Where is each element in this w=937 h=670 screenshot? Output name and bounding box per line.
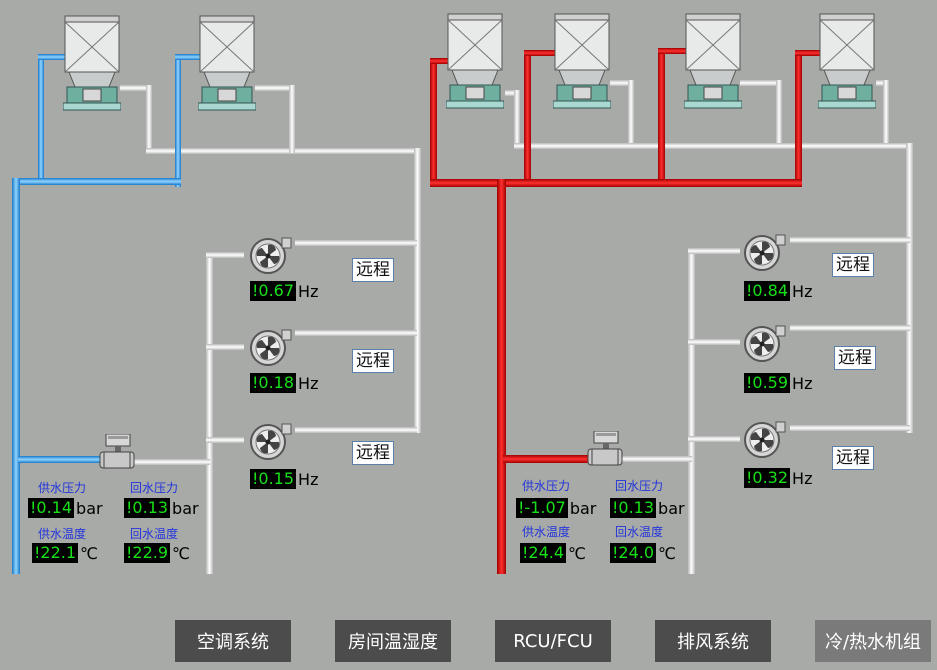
left-supply-pressure-label: 供水压力 — [38, 481, 87, 495]
value-display: !24.0 — [610, 543, 657, 563]
left-pump-2-remote-button[interactable]: 远程 — [352, 349, 394, 373]
chiller-unit-icon — [817, 13, 877, 109]
value-display: !0.32 — [744, 468, 791, 488]
value-display: !0.84 — [744, 281, 791, 301]
pump-icon — [742, 420, 786, 460]
pump-icon — [742, 233, 786, 273]
right-pump-2-remote-button[interactable]: 远程 — [834, 346, 876, 370]
chiller-unit-icon — [683, 13, 743, 109]
chiller-unit-icon — [62, 15, 122, 111]
value-display: !-1.07 — [516, 498, 568, 518]
right-pump-1-remote-button[interactable]: 远程 — [832, 253, 874, 277]
right-return-temp-label: 回水温度 — [615, 525, 664, 539]
left-supply-temp: !22.1℃ — [32, 543, 99, 563]
left-return-temp-label: 回水温度 — [130, 527, 179, 541]
left-return-pipes — [120, 85, 421, 574]
value-display: !0.67 — [250, 281, 297, 301]
right-return-pipes — [505, 80, 913, 574]
value-display: !0.13 — [610, 498, 657, 518]
left-control-valve-icon — [99, 434, 135, 469]
nav-room-temp-humidity-button[interactable]: 房间温湿度 — [335, 620, 451, 662]
left-return-temp: !22.9℃ — [124, 543, 191, 563]
value-display: !22.9 — [124, 543, 171, 563]
left-return-pressure-label: 回水压力 — [130, 481, 179, 495]
value-display: !0.13 — [124, 498, 171, 518]
pump-icon — [742, 324, 786, 364]
right-supply-pressure-label: 供水压力 — [522, 479, 571, 493]
chiller-unit-icon — [552, 13, 612, 109]
value-display: !0.15 — [250, 469, 297, 489]
value-display: !0.14 — [28, 498, 75, 518]
left-pump-3-remote-button[interactable]: 远程 — [352, 441, 394, 465]
nav-exhaust-system-button[interactable]: 排风系统 — [655, 620, 771, 662]
nav-rcu-fcu-button[interactable]: RCU/FCU — [495, 620, 611, 662]
left-supply-pipes — [12, 54, 203, 574]
right-supply-pipes — [430, 48, 823, 574]
value-display: !0.18 — [250, 373, 297, 393]
chiller-unit-icon — [197, 15, 257, 111]
left-pump-1-remote-button[interactable]: 远程 — [352, 258, 394, 282]
pump-icon — [248, 328, 292, 368]
right-pump-3-remote-button[interactable]: 远程 — [832, 446, 874, 470]
pump-icon — [248, 422, 292, 462]
right-supply-temp: !24.4℃ — [520, 543, 587, 563]
value-display: !22.1 — [32, 543, 79, 563]
nav-ac-system-button[interactable]: 空调系统 — [175, 620, 291, 662]
right-supply-temp-label: 供水温度 — [522, 525, 571, 539]
left-supply-temp-label: 供水温度 — [38, 527, 87, 541]
right-return-pressure-label: 回水压力 — [615, 479, 664, 493]
pump-icon — [248, 236, 292, 276]
right-control-valve-icon — [587, 431, 623, 466]
nav-chiller-unit-button[interactable]: 冷/热水机组 — [815, 620, 931, 662]
value-display: !24.4 — [520, 543, 567, 563]
chiller-unit-icon — [445, 13, 505, 109]
value-display: !0.59 — [744, 373, 791, 393]
right-return-temp: !24.0℃ — [610, 543, 677, 563]
